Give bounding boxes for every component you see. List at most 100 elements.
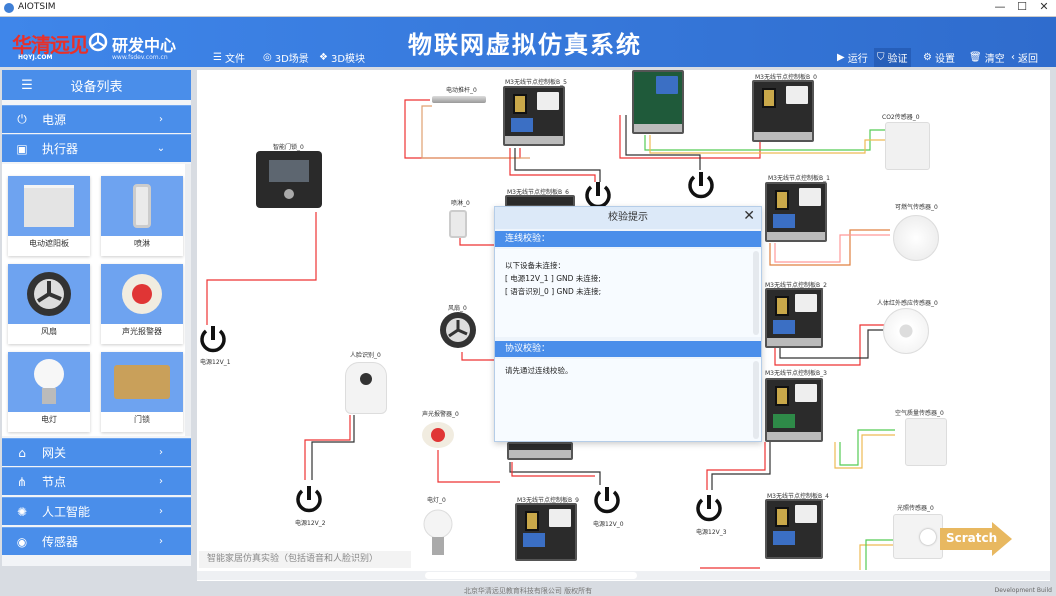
device-label: M3无线节点控制板B_3 [765, 370, 827, 377]
sidebar-header[interactable]: ☰设备列表 [2, 70, 191, 100]
scratch-button[interactable]: Scratch [940, 522, 1012, 556]
device-board-b2[interactable] [765, 288, 823, 348]
settings-button[interactable]: ⚙设置 [923, 52, 955, 65]
device-lamp[interactable] [422, 508, 454, 560]
dept-url: www.fsdev.com.cn [112, 54, 168, 61]
device-label: M3无线节点控制板B_6 [507, 189, 569, 196]
chevron-right-icon: › [159, 114, 163, 125]
gateway-icon: ⌂ [18, 445, 26, 460]
device-card-fan[interactable]: 风扇 [8, 264, 90, 344]
sidebar-item-node[interactable]: ⋔节点› [2, 467, 191, 495]
app-header: 华清远见 HQYJ.COM 研发中心 www.fsdev.com.cn 物联网虚… [0, 17, 1056, 67]
node-icon: ⋔ [16, 474, 28, 489]
device-label: 风扇_0 [448, 305, 467, 312]
wire [865, 539, 900, 570]
device-label: M3无线节点控制板B_4 [767, 493, 829, 500]
run-button[interactable]: ▶运行 [837, 52, 868, 65]
menu-file[interactable]: ☰文件 [213, 52, 245, 65]
wire [461, 352, 500, 361]
wire [834, 434, 895, 469]
device-label: 电动推杆_0 [446, 87, 477, 94]
device-board-b0[interactable] [752, 80, 814, 142]
device-card-sunshade[interactable]: 电动遮阳板 [8, 176, 90, 256]
scrollbar-thumb[interactable] [425, 572, 637, 579]
device-board-b9[interactable] [515, 503, 577, 561]
back-icon: ‹ [1011, 52, 1015, 63]
wire-error: [ 语音识别_0 ] GND 未连接; [505, 287, 602, 296]
device-card-alarm[interactable]: 声光报警器 [101, 264, 183, 344]
device-board-b3[interactable] [765, 378, 823, 442]
back-button[interactable]: ‹返回 [1011, 52, 1038, 65]
power-icon: ⏻ [17, 112, 27, 126]
wire [706, 442, 766, 490]
device-label: 电灯_0 [427, 497, 446, 504]
device-label: 智能门锁_0 [273, 144, 304, 151]
device-card-lamp[interactable]: 电灯 [8, 352, 90, 432]
wire-error: [ 电源12V_1 ] GND 未连接; [505, 274, 601, 283]
protocol-msg: 请先通过连线校验。 [505, 366, 573, 375]
device-label: 可燃气传感器_0 [895, 204, 938, 211]
power-supply-icon[interactable] [294, 484, 324, 514]
fan-image [27, 272, 71, 316]
device-label: 电源12V_1 [200, 359, 231, 366]
device-pir-sensor[interactable] [883, 308, 929, 354]
device-rod[interactable] [432, 96, 486, 103]
device-co2-sensor[interactable] [885, 122, 930, 170]
hamburger-icon[interactable]: ☰ [21, 77, 33, 93]
close-icon[interactable]: ✕ [743, 208, 755, 224]
sprinkler-image [133, 184, 151, 228]
wire [311, 415, 355, 480]
power-supply-icon[interactable] [694, 493, 724, 523]
device-air-sensor[interactable] [905, 418, 947, 466]
doorlock-image [114, 365, 170, 399]
minimize-button[interactable]: — [994, 0, 1006, 13]
power-supply-icon[interactable] [686, 170, 716, 200]
dept-name: 研发中心 [112, 36, 177, 55]
power-supply-icon[interactable] [592, 485, 622, 515]
verify-dialog: 校验提示 ✕ 连线校验： 以下设备未连接： [ 电源12V_1 ] GND 未连… [494, 206, 762, 442]
canvas-horizontal-scrollbar[interactable] [197, 571, 1050, 580]
wire [769, 229, 890, 266]
device-board-b1[interactable] [765, 182, 827, 242]
experiment-caption: 智能家居仿真实验（包括语音和人脸识别） [199, 551, 411, 568]
protocol-check-scrollbar[interactable] [753, 361, 759, 439]
cubes-icon: ❖ [319, 52, 328, 63]
device-label: M3无线节点控制板B_5 [505, 79, 567, 86]
sidebar-item-ai[interactable]: ✺人工智能› [2, 497, 191, 525]
device-smart-lock[interactable] [256, 151, 322, 208]
power-supply-icon[interactable] [198, 324, 228, 354]
device-board-b4[interactable] [765, 499, 823, 559]
sidebar-item-actuator[interactable]: ▣执行器⌄ [2, 134, 191, 162]
wire-check-scrollbar[interactable] [753, 251, 759, 335]
device-label: 人脸识别_0 [350, 352, 381, 359]
sidebar-item-sensor[interactable]: ◉传感器› [2, 527, 191, 555]
device-card-sprinkler[interactable]: 喷淋 [101, 176, 183, 256]
menu-3d-module[interactable]: ❖3D模块 [319, 52, 366, 65]
menu-3d-scene[interactable]: ◎3D场景 [263, 52, 309, 65]
device-label: 电源12V_3 [696, 529, 727, 536]
device-fan[interactable] [438, 310, 478, 350]
maximize-button[interactable]: ☐ [1017, 0, 1027, 13]
device-light-sensor[interactable] [893, 514, 943, 559]
menu-icon: ☰ [213, 52, 222, 63]
device-label: 人体红外感应传感器_0 [877, 300, 938, 307]
chevron-right-icon: › [159, 476, 163, 487]
scene-icon: ◎ [263, 52, 272, 63]
clear-button[interactable]: 🗑清空 [969, 52, 1005, 65]
sidebar-item-power[interactable]: ⏻电源› [2, 105, 191, 133]
device-board-segment[interactable] [507, 442, 573, 460]
device-face-camera[interactable] [345, 362, 387, 414]
verify-button[interactable]: ⛉验证 [874, 48, 911, 67]
device-gas-sensor[interactable] [893, 215, 939, 261]
wire-check-intro: 以下设备未连接： [505, 261, 565, 270]
device-alarm[interactable] [420, 420, 456, 450]
brand-url: HQYJ.COM [18, 54, 53, 61]
device-board-b5[interactable] [503, 86, 565, 146]
sidebar-scrollbar[interactable] [185, 164, 191, 436]
device-card-doorlock[interactable]: 门锁 [101, 352, 183, 432]
device-gateway[interactable] [632, 70, 684, 134]
sidebar-item-gateway[interactable]: ⌂网关› [2, 438, 191, 466]
close-window-button[interactable]: ✕ [1039, 0, 1049, 13]
wire [404, 99, 521, 159]
device-sprinkler[interactable] [449, 210, 467, 238]
